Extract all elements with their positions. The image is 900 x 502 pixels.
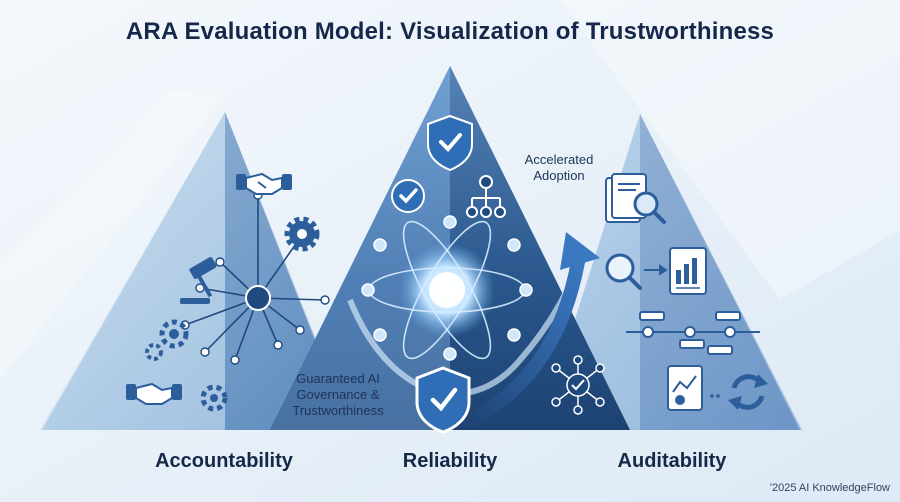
ellipsis-icon <box>710 394 720 398</box>
gear-icon <box>200 384 228 412</box>
timeline-icon <box>626 311 760 355</box>
gears-icon <box>145 319 189 361</box>
pillar-label-auditability: Auditability <box>617 450 727 472</box>
background-band <box>0 90 230 380</box>
annotation-accelerated-adoption: Accelerated Adoption <box>500 152 618 184</box>
annotation-line: Governance & <box>296 387 380 402</box>
network-hub-icon <box>245 285 271 311</box>
annotation-governance: Guaranteed AI Governance & Trustworthine… <box>268 371 408 419</box>
annotation-line: Guaranteed AI <box>296 371 380 386</box>
annotation-line: Accelerated <box>524 152 594 167</box>
pillar-label-accountability: Accountability <box>155 450 293 472</box>
arrow-head-icon <box>560 232 600 270</box>
annotation-line: Trustworthiness <box>292 403 384 418</box>
shield-check-icon <box>427 114 473 172</box>
refresh-cycle-icon <box>728 374 768 410</box>
report-icon <box>669 247 707 295</box>
chart-report-icon <box>667 365 703 411</box>
adoption-arrow <box>465 255 585 427</box>
handshake-icon <box>236 172 292 195</box>
network-icon <box>361 215 533 361</box>
gavel-icon <box>180 257 217 304</box>
copyright-notice: '2025 AI KnowledgeFlow <box>769 482 890 494</box>
annotation-line: Adoption <box>533 168 585 183</box>
handshake-icon <box>126 382 182 405</box>
arrow-right-icon <box>644 264 668 276</box>
diagram-title: ARA Evaluation Model: Visualization of T… <box>125 18 775 45</box>
network-icon <box>551 355 605 415</box>
check-circle-icon <box>391 179 425 213</box>
document-search-icon <box>605 173 666 224</box>
hierarchy-icon <box>466 175 506 218</box>
gear-icon <box>284 216 320 252</box>
background-band <box>560 0 900 300</box>
magnifier-icon <box>605 253 642 290</box>
atom-icon <box>368 220 526 360</box>
shield-check-icon <box>415 366 471 434</box>
pillar-label-reliability: Reliability <box>402 450 498 472</box>
